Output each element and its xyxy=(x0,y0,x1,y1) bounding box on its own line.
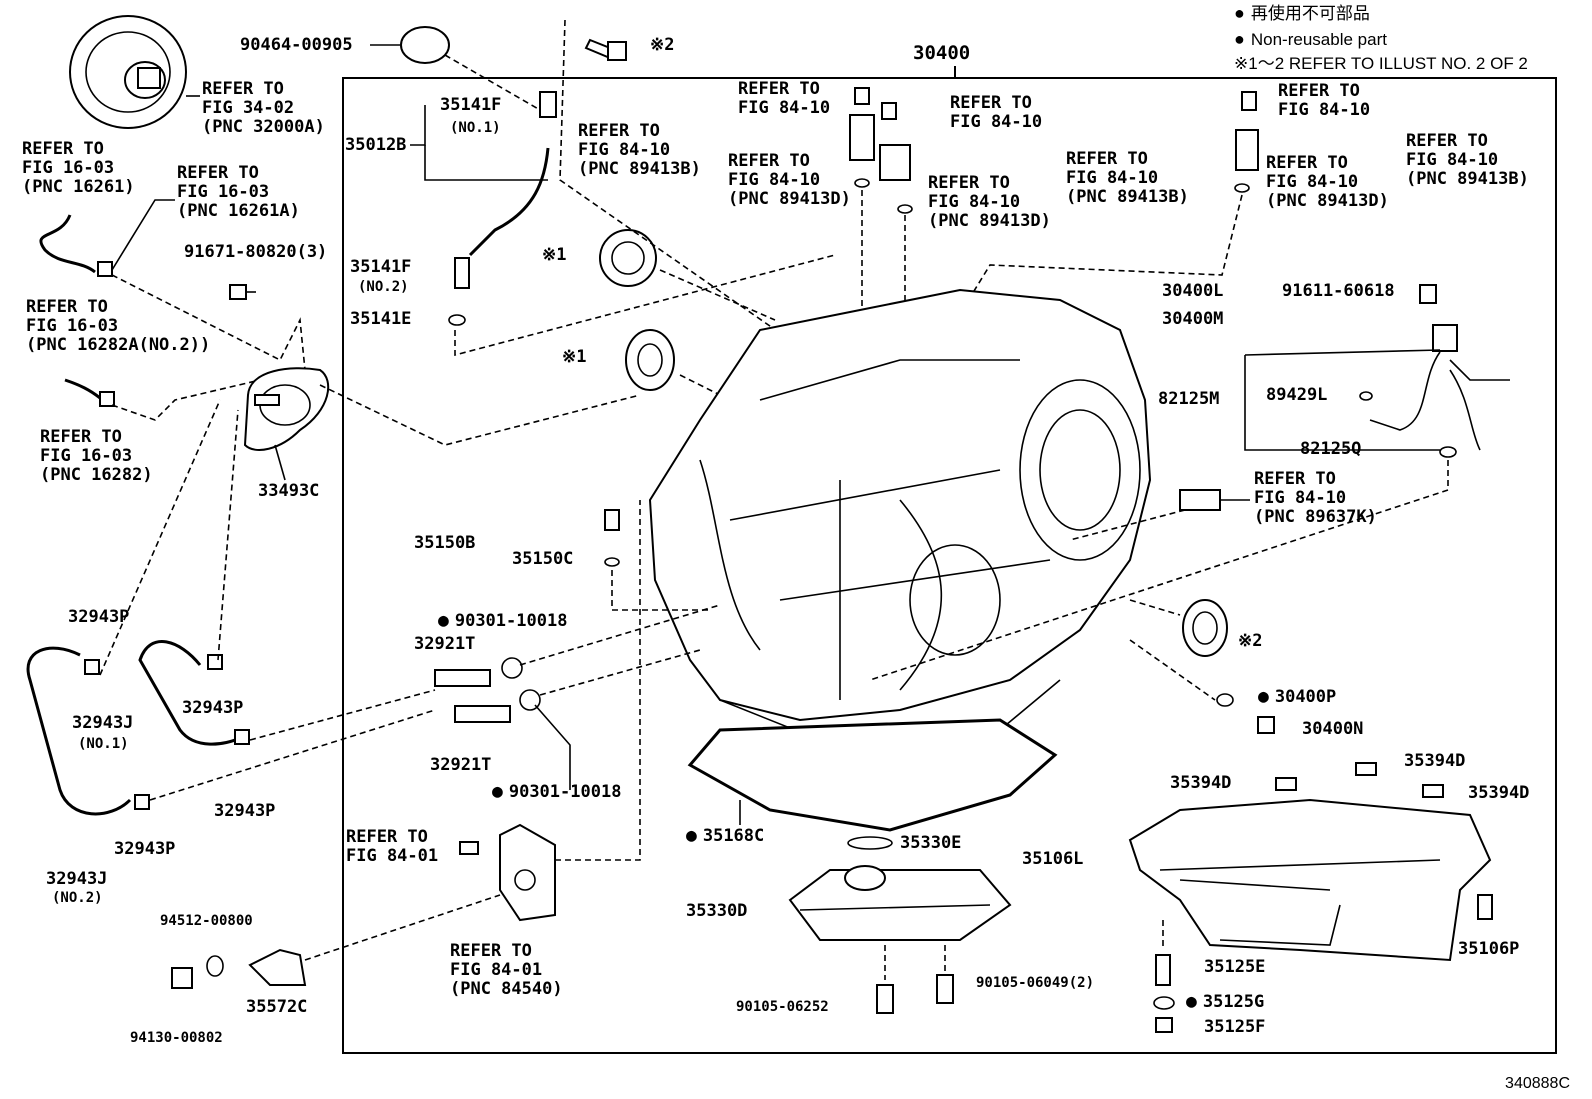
label-89429l: 89429L xyxy=(1266,385,1328,405)
torque-converter xyxy=(69,15,187,129)
label-refer-8410-c: REFER TO FIG 84-10 xyxy=(950,93,1043,132)
oil-pan xyxy=(1128,798,1492,962)
label-no1-f: (NO.1) xyxy=(450,120,501,136)
label-35394d-a: 35394D xyxy=(1170,773,1232,793)
label-35330d: 35330D xyxy=(686,901,748,921)
hose-16282 xyxy=(64,378,101,400)
label-35150b: 35150B xyxy=(414,533,476,553)
label-refer-8401-a: REFER TO FIG 84-01 xyxy=(346,827,439,866)
label-x2-top: ※2 xyxy=(650,35,675,55)
hose-16261 xyxy=(39,214,96,274)
label-35150c: 35150C xyxy=(512,549,574,569)
label-35106l: 35106L xyxy=(1022,849,1084,869)
frame-label: 30400 xyxy=(913,42,971,64)
label-30400l: 30400L xyxy=(1162,281,1224,301)
label-32943j-1: 32943J xyxy=(72,713,134,733)
hose-32943J-no2 xyxy=(26,646,132,816)
label-94130: 94130-00802 xyxy=(130,1030,223,1046)
label-no1-j: (NO.1) xyxy=(78,736,129,752)
label-90105-a: 90105-06049(2) xyxy=(976,975,1095,991)
speed-sensor-a xyxy=(849,87,875,161)
park-neutral-switch xyxy=(499,823,556,922)
label-90301-b: 90301-10018 xyxy=(492,782,622,802)
label-35330e: 35330E xyxy=(900,833,962,853)
label-x2-side: ※2 xyxy=(1238,631,1263,651)
label-35125e: 35125E xyxy=(1204,957,1266,977)
label-30400m: 30400M xyxy=(1162,309,1224,329)
label-32943p-c: 32943P xyxy=(214,801,276,821)
label-refer-8410-a: REFER TO FIG 84-10 (PNC 89413B) xyxy=(578,121,701,179)
speed-sensor-b xyxy=(879,102,911,181)
label-35394d-c: 35394D xyxy=(1468,783,1530,803)
label-32921t-b: 32921T xyxy=(430,755,492,775)
legend-note: ※1～2 REFER TO ILLUST NO. 2 OF 2 xyxy=(1234,54,1528,73)
label-82125q: 82125Q xyxy=(1300,439,1362,459)
oil-seal-3 xyxy=(1182,599,1228,657)
label-30400p: 30400P xyxy=(1258,687,1336,707)
label-no2-f: (NO.2) xyxy=(358,279,409,295)
label-35168c: 35168C xyxy=(686,826,764,846)
label-33493c: 33493C xyxy=(258,481,320,501)
oil-seal-1 xyxy=(599,229,657,287)
hose-32943J-no1 xyxy=(138,640,241,746)
label-no2-j: (NO.2) xyxy=(52,890,103,906)
label-refer-8410-d: REFER TO FIG 84-10 (PNC 89413B) xyxy=(1066,149,1189,207)
pan-gasket xyxy=(687,718,1058,832)
label-35572c: 35572C xyxy=(246,997,308,1017)
label-refer-3402: REFER TO FIG 34-02 (PNC 32000A) xyxy=(202,79,325,137)
label-refer-1603-c: REFER TO FIG 16-03 (PNC 16282A(NO.2)) xyxy=(26,297,211,355)
label-refer-8410-g: REFER TO FIG 84-10 (PNC 89413B) xyxy=(1406,131,1529,189)
label-91671: 91671-80820(3) xyxy=(184,242,328,262)
label-91611: 91611-60618 xyxy=(1282,281,1395,301)
legend-jp: 再使用不可部品 xyxy=(1234,2,1370,25)
oil-seal-2 xyxy=(625,329,675,391)
label-82125m: 82125M xyxy=(1158,389,1220,409)
legend-en: Non-reusable part xyxy=(1234,28,1387,51)
label-35394d-b: 35394D xyxy=(1404,751,1466,771)
label-x1-a: ※1 xyxy=(542,245,567,265)
label-32943p-d: 32943P xyxy=(114,839,176,859)
control-lever xyxy=(248,948,307,986)
transaxle-case xyxy=(648,288,1152,741)
figure-id: 340888C xyxy=(1505,1075,1570,1092)
label-32943p-a: 32943P xyxy=(68,607,130,627)
label-94512: 94512-00800 xyxy=(160,913,253,929)
label-30400n: 30400N xyxy=(1302,719,1364,739)
label-32943p-b: 32943P xyxy=(182,698,244,718)
label-x1-b: ※1 xyxy=(562,347,587,367)
label-refer-8410-top: REFER TO FIG 84-10 xyxy=(738,79,831,118)
label-35125f: 35125F xyxy=(1204,1017,1266,1037)
clamp xyxy=(400,26,450,64)
label-refer-1603-a: REFER TO FIG 16-03 (PNC 16261) xyxy=(22,139,135,197)
label-35106p: 35106P xyxy=(1458,939,1520,959)
label-refer-8410-f: REFER TO FIG 84-10 xyxy=(1278,81,1371,120)
label-90105-b: 90105-06252 xyxy=(736,999,829,1015)
label-35012b: 35012B xyxy=(345,135,407,155)
cooler-adapter xyxy=(243,367,330,451)
label-refer-8410-b: REFER TO FIG 84-10 (PNC 89413D) xyxy=(728,151,851,209)
label-refer-8410-h: REFER TO FIG 84-10 (PNC 89413D) xyxy=(1266,153,1389,211)
assembly-frame xyxy=(342,77,1557,1054)
label-35141e: 35141E xyxy=(350,309,412,329)
label-refer-1603-d: REFER TO FIG 16-03 (PNC 16282) xyxy=(40,427,153,485)
label-refer-8401-b: REFER TO FIG 84-01 (PNC 84540) xyxy=(450,941,563,999)
oil-strainer xyxy=(788,865,1012,941)
label-refer-8410-e: REFER TO FIG 84-10 (PNC 89413D) xyxy=(928,173,1051,231)
label-90301-a: 90301-10018 xyxy=(438,611,568,631)
label-35125g: 35125G xyxy=(1186,992,1264,1012)
label-32921t-a: 32921T xyxy=(414,634,476,654)
label-35141f-2: 35141F xyxy=(350,257,412,277)
label-90464: 90464-00905 xyxy=(240,35,353,55)
label-refer-1603-b: REFER TO FIG 16-03 (PNC 16261A) xyxy=(177,163,300,221)
label-refer-8410-k: REFER TO FIG 84-10 (PNC 89637K) xyxy=(1254,469,1377,527)
speed-sensor-c xyxy=(1235,91,1259,171)
label-32943j-2: 32943J xyxy=(46,869,108,889)
label-35141f-1: 35141F xyxy=(440,95,502,115)
